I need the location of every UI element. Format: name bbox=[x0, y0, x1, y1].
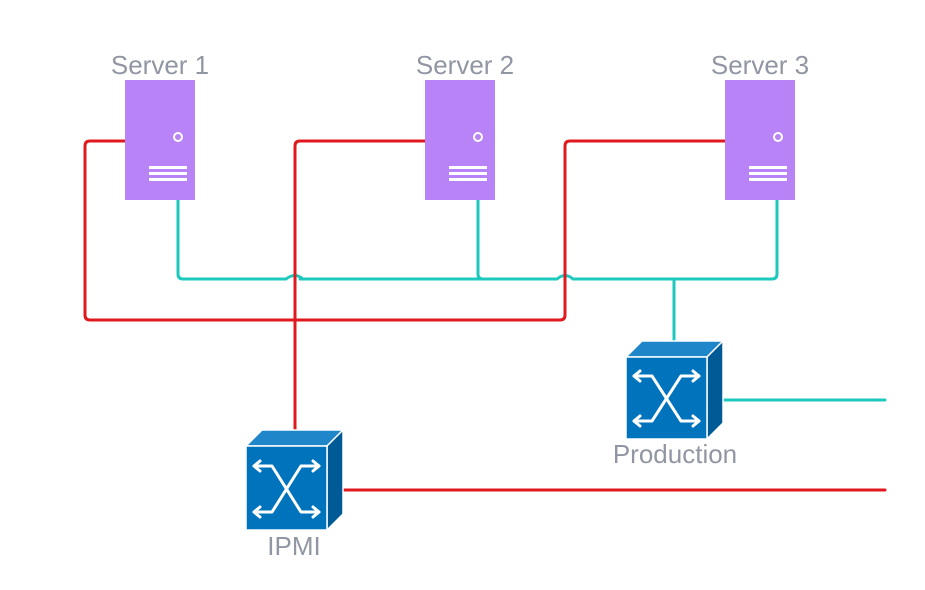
production-link-server-3 bbox=[670, 198, 779, 281]
server-3-vent-icon-3 bbox=[749, 178, 787, 181]
server-3[interactable] bbox=[725, 80, 795, 200]
ipmi-switch-side bbox=[326, 428, 344, 532]
ipmi-switch[interactable] bbox=[244, 428, 345, 532]
server-3-vent-icon-1 bbox=[749, 166, 787, 169]
ipmi-link-server-1 bbox=[83, 139, 727, 322]
production-switch-crossing-arrows-icon bbox=[632, 369, 701, 428]
server-2-vent-icon-2 bbox=[449, 172, 487, 175]
production-switch-side bbox=[706, 339, 724, 441]
server-1-chassis bbox=[125, 80, 195, 200]
ipmi-switch-label: IPMI bbox=[267, 531, 320, 561]
production-link-server-2 bbox=[476, 198, 485, 281]
server-2-vent-icon-3 bbox=[449, 178, 487, 181]
ipmi-switch-crossing-arrows-icon bbox=[252, 459, 321, 519]
production-switch-label: Production bbox=[613, 439, 737, 469]
server-2-chassis bbox=[425, 80, 495, 200]
server-3-vent-icon-2 bbox=[749, 172, 787, 175]
server-1-vent-icon-3 bbox=[149, 178, 187, 181]
ipmi-link-server-2 bbox=[293, 139, 427, 432]
production-switch[interactable] bbox=[624, 339, 725, 441]
server-2-vent-icon-1 bbox=[449, 166, 487, 169]
server-2-power-icon bbox=[473, 132, 483, 142]
server-1[interactable] bbox=[125, 80, 195, 200]
server-3-power-icon bbox=[773, 132, 783, 142]
production-links bbox=[176, 198, 887, 402]
production-link-server-1 bbox=[176, 198, 674, 281]
server-2-label: Server 2 bbox=[416, 50, 514, 80]
server-3-label: Server 3 bbox=[711, 50, 809, 80]
server-1-power-icon bbox=[173, 132, 183, 142]
ipmi-links bbox=[83, 139, 887, 492]
server-2[interactable] bbox=[425, 80, 495, 200]
server-1-vent-icon-1 bbox=[149, 166, 187, 169]
server-1-label: Server 1 bbox=[111, 50, 209, 80]
server-3-chassis bbox=[725, 80, 795, 200]
server-1-vent-icon-2 bbox=[149, 172, 187, 175]
